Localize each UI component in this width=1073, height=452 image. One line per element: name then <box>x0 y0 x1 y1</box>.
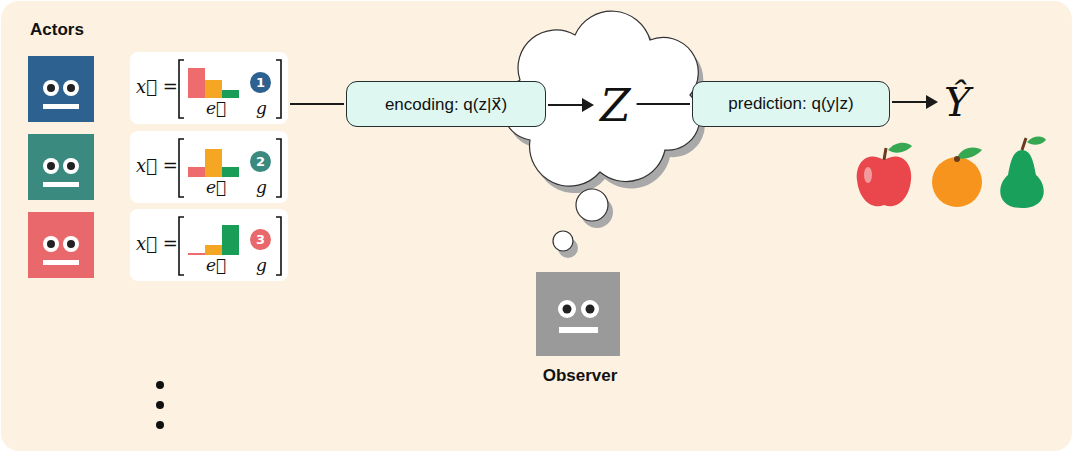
prediction-output: Ŷ <box>940 74 974 130</box>
callout-number: 1 <box>250 72 271 93</box>
observer-label: Observer <box>543 366 618 386</box>
thought-cloud <box>503 11 705 258</box>
bar <box>188 253 205 255</box>
node-text: encoding: q(z|x⃗) <box>385 94 507 115</box>
vector-symbol: x⃗ = <box>136 233 178 254</box>
bar <box>205 80 222 98</box>
state-vector-box: x⃗ = e⃗ g 2 <box>130 131 288 203</box>
arrowhead <box>926 95 938 109</box>
bar <box>205 149 222 177</box>
process-box: encoding: q(z|x⃗) <box>346 81 546 127</box>
orange-icon <box>932 148 982 207</box>
bar <box>222 225 239 255</box>
actor-face <box>28 212 94 278</box>
state-vector-box: x⃗ = e⃗ g 3 <box>130 209 288 281</box>
node-text: Ŷ <box>944 79 970 125</box>
connector-line <box>637 103 690 105</box>
process-box: prediction: q(y|z) <box>692 81 890 127</box>
bar <box>188 68 205 98</box>
vector-symbol: x⃗ = <box>136 76 178 97</box>
vector-symbol: g <box>256 255 267 275</box>
vector-symbol: x⃗ = <box>136 155 178 176</box>
vector-symbol: e⃗ <box>206 177 226 197</box>
connector <box>290 104 344 105</box>
vector-symbol: e⃗ <box>206 98 226 118</box>
vector-symbol: e⃗ <box>206 255 226 275</box>
ellipsis-dots <box>156 381 164 429</box>
bracket <box>179 60 184 118</box>
bar <box>188 167 205 177</box>
apple-icon <box>857 143 912 207</box>
node-text: Z <box>600 80 631 131</box>
observer-face <box>536 272 620 356</box>
connector-line <box>548 104 584 106</box>
state-vector-box: x⃗ = e⃗ g 1 <box>130 52 288 124</box>
vector-symbol: g <box>256 177 267 197</box>
actor-face <box>28 134 94 200</box>
bracket <box>276 139 281 197</box>
arrowhead <box>582 98 594 112</box>
bar <box>222 167 239 177</box>
connector <box>548 98 594 112</box>
connector-line <box>290 103 344 105</box>
section-title: Actors <box>30 20 84 40</box>
bar <box>205 245 222 255</box>
connector-line <box>892 101 928 103</box>
connector <box>892 95 938 109</box>
bracket <box>179 139 184 197</box>
vector-symbol: g <box>256 98 267 118</box>
pear-icon <box>1000 137 1046 209</box>
connector <box>637 104 690 105</box>
node-text: prediction: q(y|z) <box>728 94 853 114</box>
bracket <box>276 60 281 118</box>
bar <box>222 90 239 98</box>
latent-variable: Z <box>596 78 635 132</box>
callout-number: 2 <box>250 151 271 172</box>
callout-number: 3 <box>250 229 271 250</box>
actor-face <box>28 56 94 122</box>
bracket <box>276 217 281 275</box>
bracket <box>179 217 184 275</box>
